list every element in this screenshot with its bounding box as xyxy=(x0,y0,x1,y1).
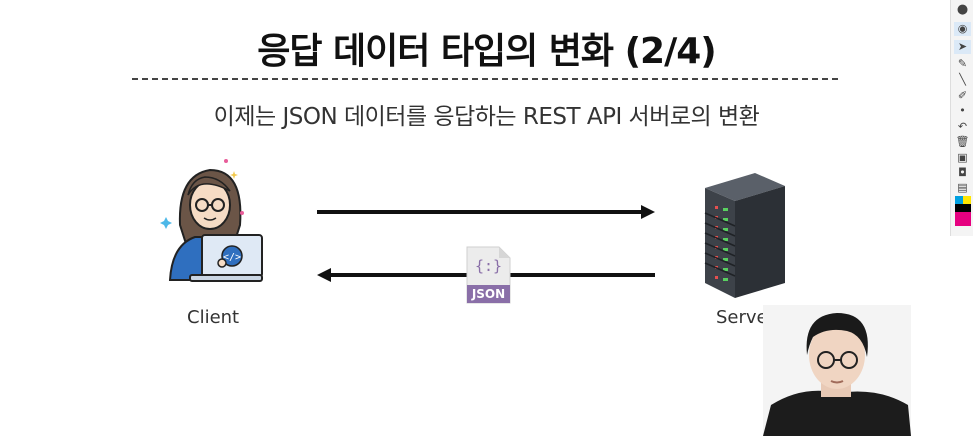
client-developer-icon: </> xyxy=(160,159,263,282)
json-file-glyph: {:} xyxy=(474,257,503,275)
logo-icon[interactable]: ● xyxy=(956,2,969,17)
json-file-icon: {:} JSON xyxy=(465,245,512,305)
color-swatch-cyan[interactable] xyxy=(955,196,963,204)
color-swatch-black[interactable] xyxy=(955,204,971,212)
undo-icon[interactable]: ↶ xyxy=(957,120,968,133)
dot-icon[interactable]: • xyxy=(959,104,966,117)
svg-text:</>: </> xyxy=(223,252,241,263)
clipboard-icon[interactable]: ▤ xyxy=(957,181,968,194)
annotation-toolbar: ● ◉ ➤ ✎ ╲ ✐ • ↶ 🗑 ▣ ◘ ▤ xyxy=(950,0,973,236)
pen-icon[interactable]: ✎ xyxy=(957,57,968,70)
trash-icon[interactable]: 🗑 xyxy=(955,135,970,148)
eye-icon[interactable]: ◉ xyxy=(954,22,971,36)
client-label: Client xyxy=(187,307,240,328)
stamp-icon[interactable]: ▣ xyxy=(957,151,968,164)
json-file-label: JSON xyxy=(471,287,506,301)
highlighter-icon[interactable]: ✐ xyxy=(957,89,968,102)
dashed-divider xyxy=(132,78,838,80)
camera-icon[interactable]: ◘ xyxy=(958,166,967,179)
color-swatch-yellow[interactable] xyxy=(963,196,971,204)
server-icon xyxy=(704,173,785,298)
request-arrow xyxy=(317,205,655,219)
color-swatch-magenta[interactable] xyxy=(955,212,971,226)
presenter-webcam xyxy=(763,305,911,436)
slide-subtitle: 이제는 JSON 데이터를 응답하는 REST API 서버로의 변환 xyxy=(213,104,760,130)
pointer-icon[interactable]: ➤ xyxy=(954,40,971,54)
server-label: Server xyxy=(716,307,776,328)
line-icon[interactable]: ╲ xyxy=(959,73,966,86)
slide-title: 응답 데이터 타입의 변화 (2/4) xyxy=(257,31,717,72)
